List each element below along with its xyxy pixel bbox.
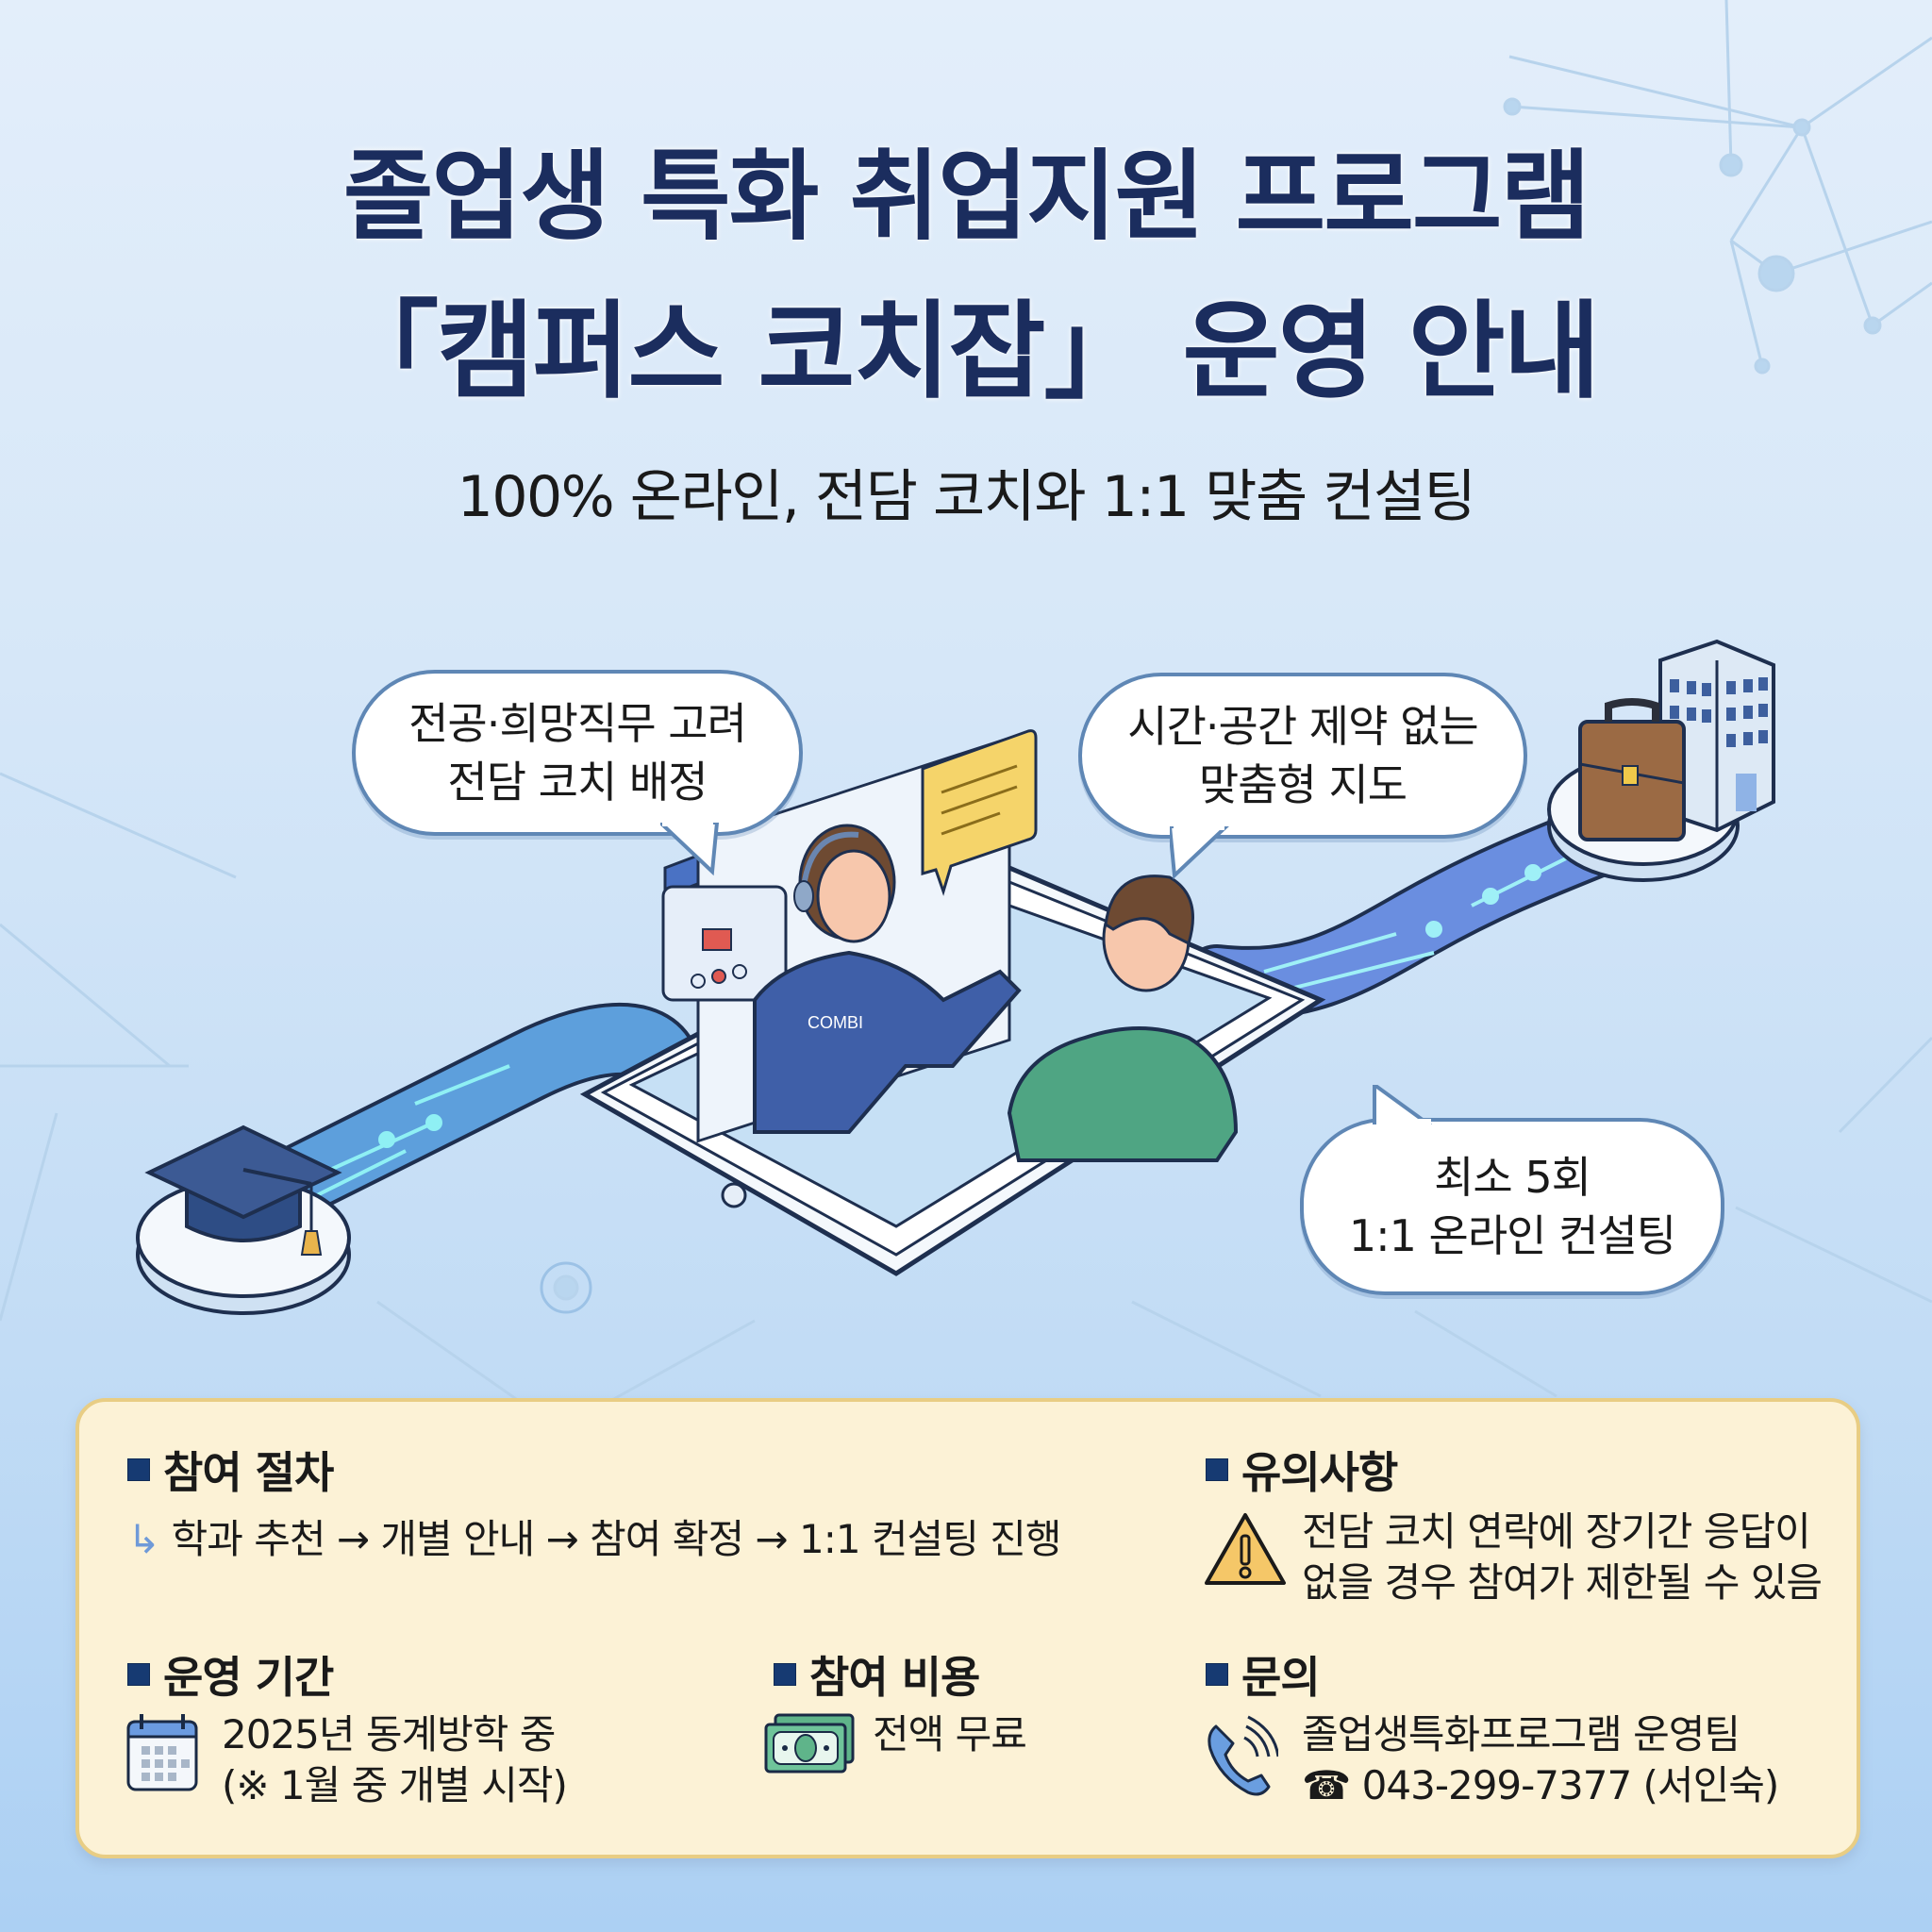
section-heading-notice: 유의사항: [1206, 1439, 1398, 1501]
section-heading-period: 운영 기간: [127, 1643, 334, 1706]
page-subtitle: 100% 온라인, 전담 코치와 1:1 맞춤 컨설팅: [457, 464, 1476, 530]
phone-ringing-icon: [1208, 1715, 1278, 1796]
bullet-square-icon: [127, 1663, 150, 1686]
section-heading-contact: 문의: [1206, 1643, 1321, 1706]
bullet-square-icon: [1206, 1458, 1228, 1481]
period-text: 2025년 동계방학 중 (※ 1월 중 개별 시작): [222, 1711, 568, 1808]
warning-icon: [1205, 1513, 1286, 1585]
return-arrow-icon: ↳: [127, 1516, 160, 1562]
notice-text: 전담 코치 연락에 장기간 응답이 없을 경우 참여가 제한될 수 있음: [1302, 1508, 1823, 1606]
page-title-line2: 「캠퍼스 코치잡」 운영 안내: [333, 291, 1600, 413]
info-panel: [75, 1398, 1860, 1858]
contact-team: 졸업생특화프로그램 운영팀: [1302, 1711, 1740, 1757]
feature-bubble-dedicated-coach: 전공·희망직무 고려 전담 코치 배정: [352, 670, 803, 836]
online-coaching-illustration: COMBI: [136, 639, 1775, 1315]
office-building-icon: [1658, 639, 1775, 833]
bullet-square-icon: [774, 1663, 796, 1686]
chat-message-icon: [921, 729, 1038, 896]
bubble-line2: 맞춤형 지도: [1198, 759, 1407, 810]
coach-figure: COMBI: [753, 824, 1022, 1134]
student-figure: [1007, 874, 1239, 1162]
bubble-line1: 시간·공간 제약 없는: [1127, 701, 1478, 752]
bubble-line1: 최소 5회: [1434, 1152, 1591, 1203]
money-bill-icon: [764, 1713, 855, 1774]
bubble-tail: [1373, 1085, 1433, 1124]
procedure-steps: ↳ 학과 추천 → 개별 안내 → 참여 확정 → 1:1 컨설팅 진행: [127, 1516, 1061, 1562]
bubble-line2: 1:1 온라인 컨설팅: [1348, 1210, 1676, 1261]
bubble-tail: [1170, 826, 1229, 880]
section-heading-procedure: 참여 절차: [127, 1439, 334, 1501]
bubble-line2: 전담 코치 배정: [447, 757, 708, 808]
bullet-square-icon: [127, 1458, 150, 1481]
contact-text: 졸업생특화프로그램 운영팀 ☎ 043-299-7377 (서인숙): [1302, 1709, 1779, 1811]
feature-bubble-flexible: 시간·공간 제약 없는 맞춤형 지도: [1078, 673, 1527, 839]
contact-phone[interactable]: ☎ 043-299-7377 (서인숙): [1302, 1762, 1779, 1808]
calendar-icon: [126, 1714, 198, 1791]
feature-bubble-sessions: 최소 5회 1:1 온라인 컨설팅: [1300, 1118, 1724, 1295]
section-heading-cost: 참여 비용: [774, 1643, 980, 1706]
bullet-square-icon: [1206, 1663, 1228, 1686]
bubble-tail: [660, 823, 720, 876]
briefcase-icon: [1578, 698, 1686, 841]
cost-value: 전액 무료: [873, 1711, 1027, 1757]
bubble-line1: 전공·희망직무 고려: [408, 698, 747, 749]
graduation-cap-icon: [144, 1124, 342, 1256]
svg-text:COMBI: COMBI: [808, 1013, 863, 1032]
page-title-line1: 졸업생 특화 취업지원 프로그램: [342, 139, 1591, 254]
